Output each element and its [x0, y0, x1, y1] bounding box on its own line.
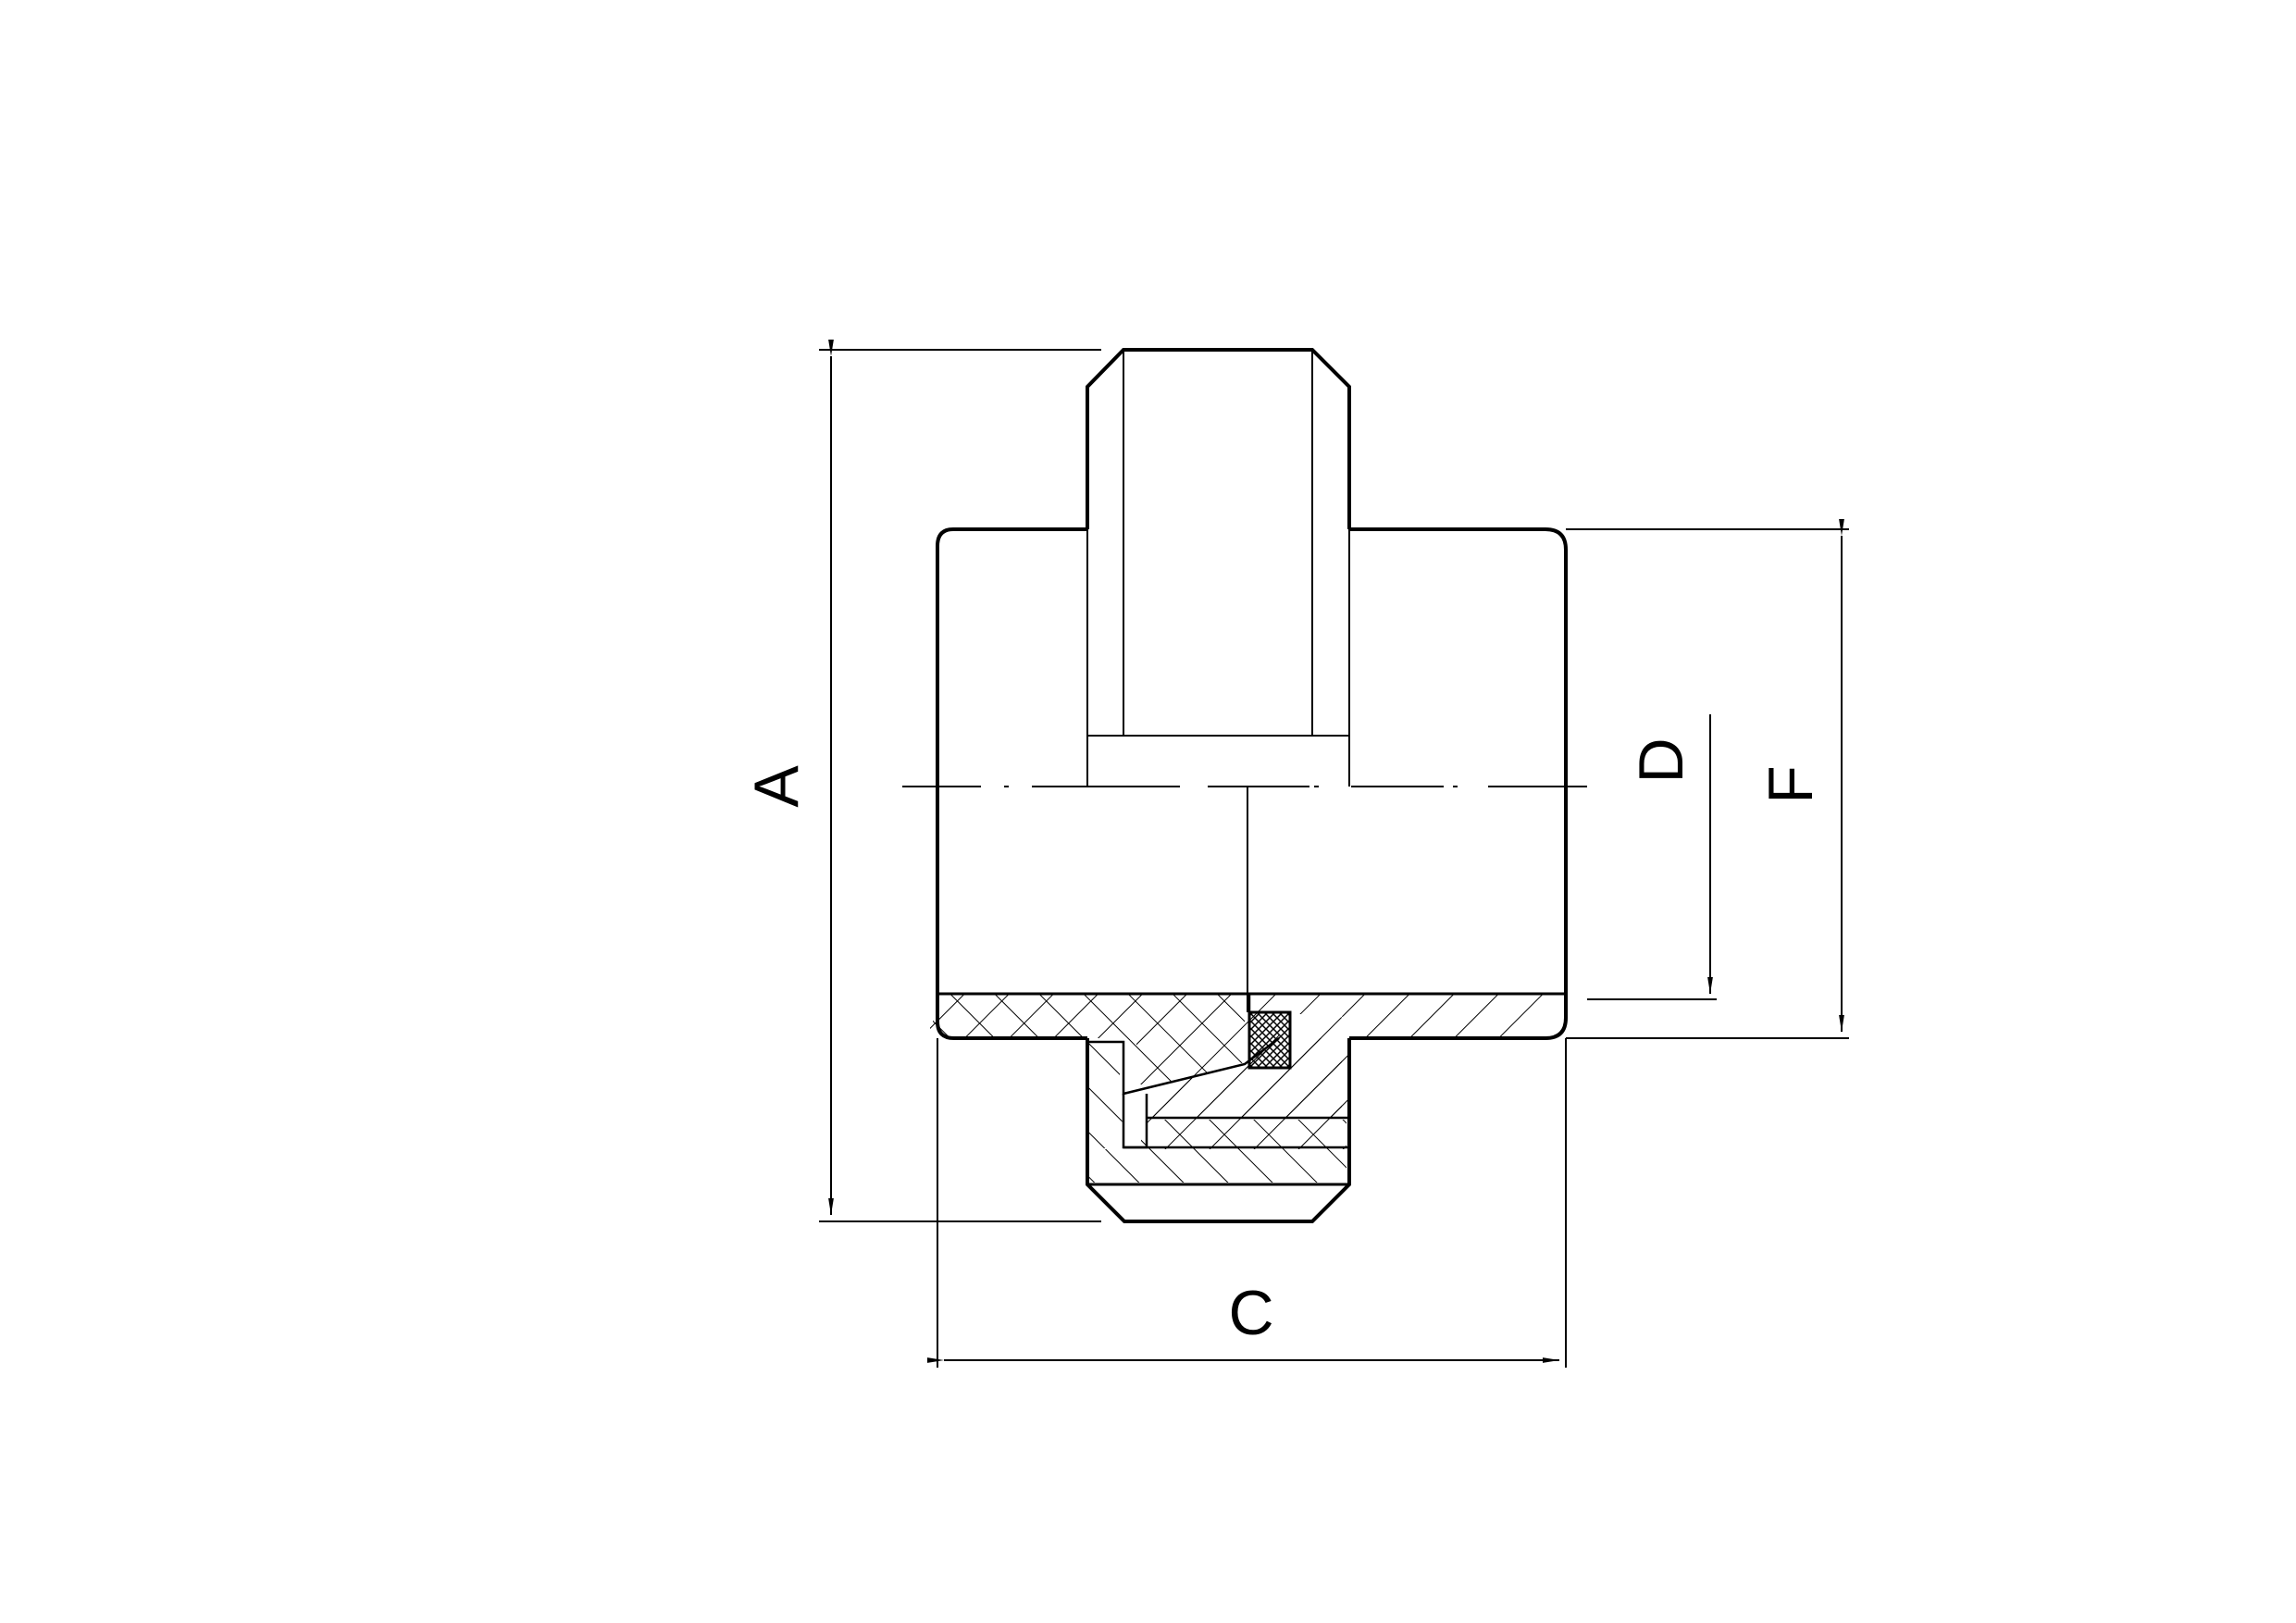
part-outline: [936, 348, 1568, 1223]
dimension-lines: [819, 340, 1849, 1368]
dim-c-label: C: [1228, 1278, 1273, 1348]
oring-seal: [1247, 1010, 1292, 1070]
section-hatching: [930, 994, 1555, 1183]
body-outline: [936, 527, 1568, 1040]
dim-f-label: F: [1756, 765, 1826, 804]
nut-section-left-wall: [1087, 1038, 1124, 1149]
thread-band-upper: [1141, 1038, 1342, 1118]
body-section-left: [933, 994, 1245, 1092]
top-spigot-outline: [1086, 348, 1351, 529]
centre-line: [902, 786, 1587, 1012]
thread-band-lower: [1147, 1118, 1347, 1149]
dim-a-label: A: [741, 765, 812, 808]
dim-d-label: D: [1626, 737, 1696, 783]
bottom-nut-outline: [1086, 1038, 1351, 1223]
